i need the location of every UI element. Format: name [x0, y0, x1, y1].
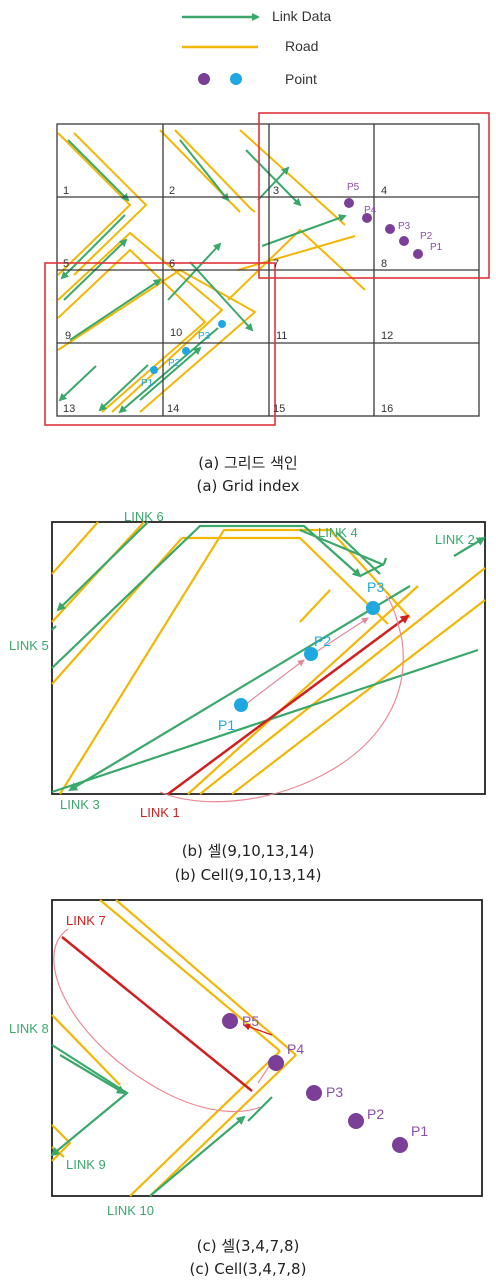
grid-purple-points: P5 P4 P3 P2 P1	[344, 182, 443, 259]
cell-links	[51, 521, 486, 794]
matched-link-7	[61, 936, 253, 1092]
point-label: P3	[367, 579, 384, 595]
point-label: P1	[411, 1123, 428, 1139]
legend-point-label: Point	[285, 71, 317, 87]
cell-number: 12	[381, 330, 393, 342]
cell-number: 13	[63, 403, 75, 415]
cell-number: 5	[63, 258, 69, 270]
cell-numbers: 1 2 3 4 5 6 7 8 9 10 11 12 13 14 15 16	[63, 185, 393, 415]
caption-a-english: (a) Grid index	[196, 477, 300, 495]
point-arrow	[315, 617, 369, 653]
cell-point-cyan	[234, 698, 248, 712]
cell-3-4-7-8-svg: LINK 7 LINK 8 LINK 9 LINK 10 P5 P4 P3 P2…	[9, 899, 483, 1218]
grid-index-svg: Link Data Road Point	[44, 8, 490, 426]
grid-cyan-points: P1 P2 P3	[141, 320, 226, 389]
point-arrow	[243, 1023, 273, 1036]
cell-number: 6	[169, 258, 175, 270]
cell-point-purple	[268, 1055, 284, 1071]
cell-point-purple	[222, 1013, 238, 1029]
cell-number: 16	[381, 403, 393, 415]
legend: Link Data Road Point	[182, 8, 331, 87]
point-label: P5	[242, 1013, 259, 1029]
cell-roads	[51, 899, 297, 1197]
grid-point-label: P2	[420, 231, 433, 242]
cell-number: 10	[170, 327, 182, 339]
cell-number: 3	[273, 185, 279, 197]
grid-roads	[57, 129, 366, 413]
cell-roads	[51, 521, 486, 795]
cell-9-10-13-14-svg: LINK 6 LINK 4 LINK 2 LINK 5 LINK 3 LINK …	[9, 509, 486, 820]
caption-c-korean: (c) 셀(3,4,7,8)	[196, 1237, 300, 1255]
point-arrow	[257, 1064, 271, 1084]
point-label: P2	[314, 633, 331, 649]
grid-point-cyan	[218, 320, 226, 328]
match-curve	[159, 595, 404, 803]
cell-number: 11	[276, 330, 287, 342]
cell-number: 2	[169, 185, 175, 197]
grid-point-label: P5	[347, 182, 360, 193]
caption-a-korean: (a) 그리드 색인	[198, 454, 298, 472]
link-label: LINK 7	[66, 913, 106, 928]
cell-point-purple	[348, 1113, 364, 1129]
cell-number: 4	[381, 185, 387, 197]
grid-point-label: P2	[168, 358, 181, 369]
cell-point-purple	[306, 1085, 322, 1101]
link-label: LINK 9	[66, 1157, 106, 1172]
grid-point-cyan	[182, 347, 190, 355]
point-label: P2	[367, 1106, 384, 1122]
legend-point-cyan	[230, 73, 242, 85]
cell-frame	[51, 521, 486, 795]
link-label: LINK 5	[9, 638, 49, 653]
grid-lines	[56, 123, 480, 417]
point-label: P3	[326, 1084, 343, 1100]
legend-point-purple	[198, 73, 210, 85]
point-arrow	[245, 659, 305, 705]
grid-point-label: P4	[364, 205, 377, 216]
grid-point-label: P1	[430, 242, 443, 253]
cell-number: 15	[273, 403, 285, 415]
cell-number: 8	[381, 258, 387, 270]
link-label: LINK 1	[140, 805, 180, 820]
grid-point-purple	[385, 224, 395, 234]
cell-3-4-7-8-figure: LINK 7 LINK 8 LINK 9 LINK 10 P5 P4 P3 P2…	[0, 895, 496, 1225]
link-label: LINK 8	[9, 1021, 49, 1036]
matched-link-1	[167, 614, 410, 796]
cell-number: 7	[273, 258, 279, 270]
cell-point-cyan	[304, 647, 318, 661]
cell-9-10-13-14-figure: LINK 6 LINK 4 LINK 2 LINK 5 LINK 3 LINK …	[0, 500, 496, 830]
caption-b-english: (b) Cell(9,10,13,14)	[174, 866, 322, 884]
grid-point-cyan	[150, 366, 158, 374]
grid-point-label: P3	[398, 221, 411, 232]
grid-point-purple	[344, 198, 354, 208]
cell-point-cyan	[366, 601, 380, 615]
link-label: LINK 3	[60, 797, 100, 812]
link-label: LINK 4	[318, 525, 358, 540]
caption-b-korean: (b) 셀(9,10,13,14)	[181, 842, 315, 860]
grid-point-purple	[399, 236, 409, 246]
link-label: LINK 6	[124, 509, 164, 524]
grid-index-figure: Link Data Road Point	[0, 0, 496, 440]
highlight-cells-9-10-13-14	[44, 262, 276, 426]
grid-point-purple	[413, 249, 423, 259]
legend-road-label: Road	[285, 38, 318, 54]
link-label: LINK 10	[107, 1203, 154, 1218]
match-curve	[53, 928, 261, 1113]
highlight-cells-3-4-7-8	[258, 112, 490, 279]
cell-point-purple	[392, 1137, 408, 1153]
point-label: P1	[218, 717, 235, 733]
cell-number: 14	[167, 403, 179, 415]
grid-point-purple	[362, 213, 372, 223]
grid-point-label: P1	[141, 378, 154, 389]
caption-c-english: (c) Cell(3,4,7,8)	[189, 1260, 307, 1278]
grid-point-label: P3	[198, 331, 211, 342]
link-label: LINK 2	[435, 532, 475, 547]
point-label: P4	[287, 1041, 304, 1057]
cell-frame	[51, 899, 483, 1197]
cell-links	[50, 1044, 273, 1197]
cell-number: 9	[65, 330, 71, 342]
cell-number: 1	[63, 185, 69, 197]
legend-link-label: Link Data	[272, 8, 331, 24]
